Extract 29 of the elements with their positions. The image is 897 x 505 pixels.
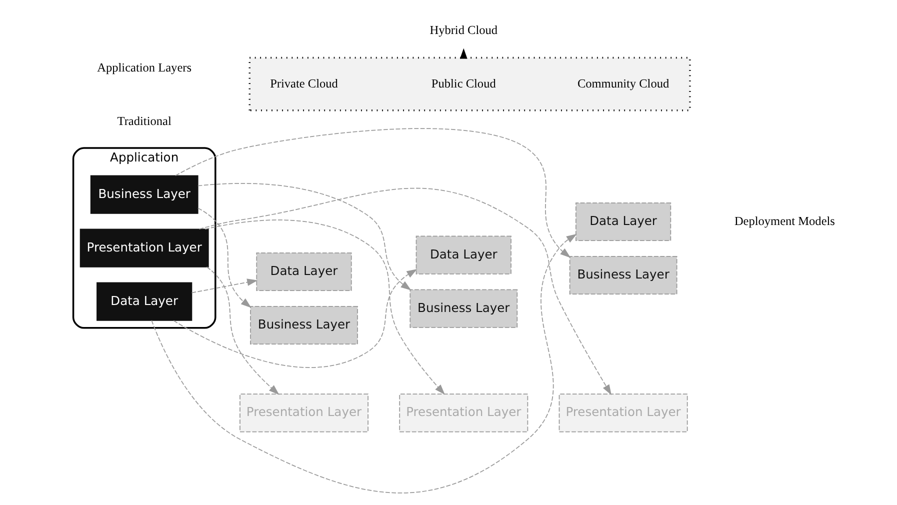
node-box: Business Layer — [409, 289, 518, 328]
arrow — [190, 278, 258, 294]
node-text: Hybrid Cloud — [429, 22, 498, 37]
label: Traditional — [116, 114, 171, 128]
node-text: Public Cloud — [430, 76, 496, 90]
node-box: Presentation Layer — [398, 394, 528, 432]
node-box: Data Layer — [415, 236, 511, 274]
arrow — [206, 266, 279, 395]
node-box: Data Layer — [96, 282, 192, 321]
node-box: Presentation Layer — [558, 394, 688, 432]
node-text: Community Cloud — [576, 76, 669, 90]
arrow — [204, 220, 444, 395]
node-box: Presentation Layer — [239, 394, 368, 432]
label: Application Layers — [96, 60, 192, 74]
node-box: Data Layer — [574, 202, 671, 242]
node-box: Business Layer — [250, 306, 358, 345]
node-box: Data Layer — [256, 252, 352, 292]
node-text: Private Cloud — [270, 76, 338, 90]
node-box: Business Layer — [90, 175, 198, 214]
node-box: Business Layer — [568, 256, 677, 295]
arrow — [150, 234, 576, 494]
label: Deployment Models — [734, 214, 834, 228]
cluster — [248, 56, 690, 112]
arrow — [174, 128, 570, 258]
arrow — [197, 208, 251, 308]
arrow — [196, 183, 411, 290]
node-box: Presentation Layer — [79, 228, 208, 268]
arrow — [198, 188, 611, 396]
arrow — [172, 269, 417, 368]
